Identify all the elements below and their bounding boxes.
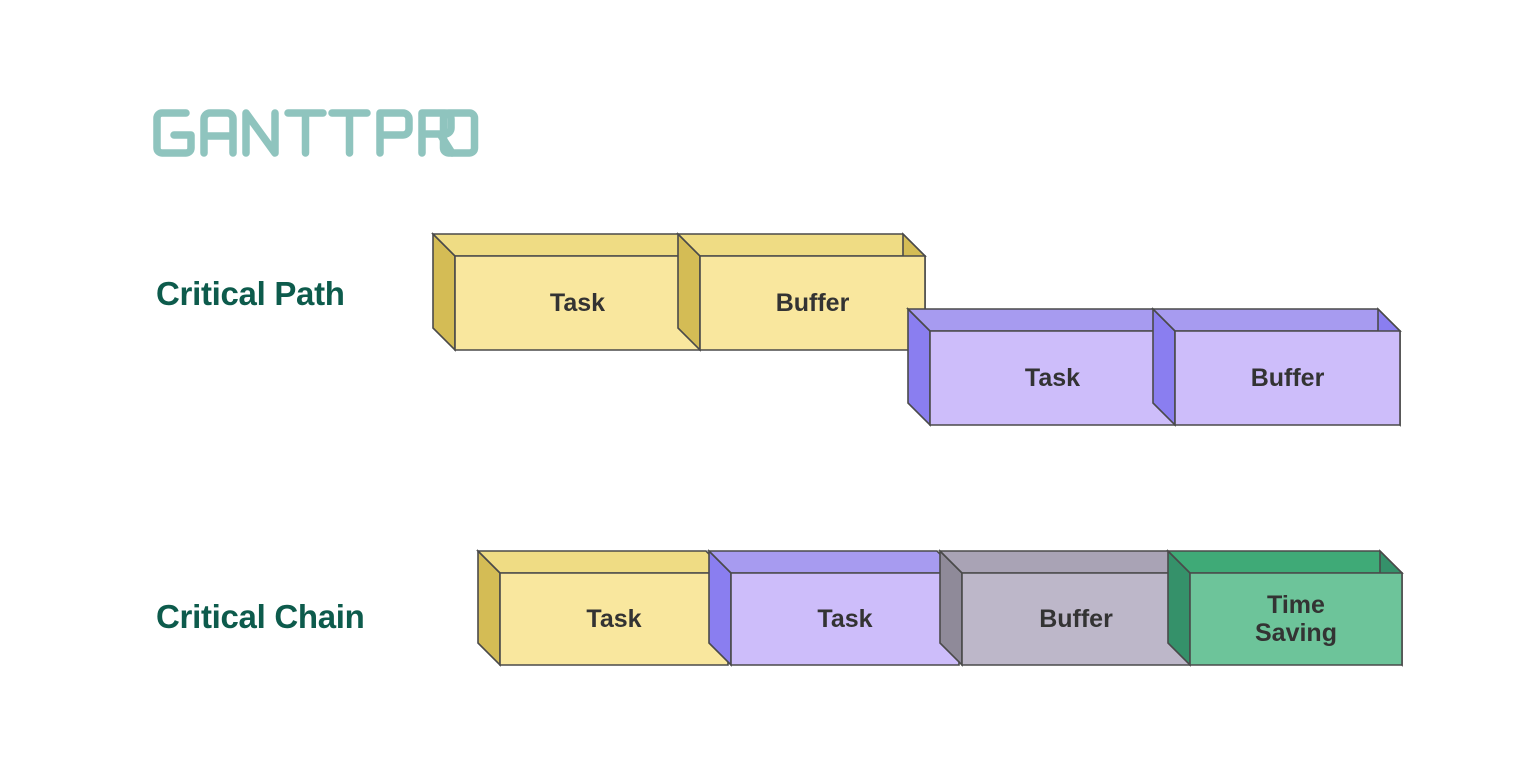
row-label-critical-chain: Critical Chain: [156, 598, 365, 635]
row-label-critical-path: Critical Path: [156, 275, 345, 312]
block-label-cp-task-2: Task: [1024, 364, 1081, 392]
block-label-cc-buffer: Buffer: [1039, 605, 1113, 633]
block-top-face-cp-task-1: [431, 233, 702, 257]
block-label-cp-buffer-2: Buffer: [1250, 364, 1325, 392]
block-top-face-cp-task-2: [906, 308, 1177, 332]
block-top-face-cc-task-2: [707, 550, 961, 574]
block-top-face-cp-buffer-1: [676, 233, 927, 257]
block-label-cp-task-1: Task: [549, 289, 606, 317]
block-top-face-cc-buffer: [938, 550, 1192, 574]
block-left-face-cp-task-1: [432, 232, 456, 352]
block-label-cc-timesaving: Time Saving: [1255, 591, 1337, 647]
block-label-cc-task-1: Task: [586, 605, 642, 633]
ganttpro-logo: [152, 105, 482, 161]
block-label-cp-buffer-1: Buffer: [775, 289, 850, 317]
block-top-face-cc-timesaving: [1166, 550, 1404, 574]
block-top-face-cc-task-1: [476, 550, 730, 574]
block-label-cc-task-2: Task: [817, 605, 873, 633]
block-left-face-cc-task-1: [477, 549, 501, 667]
block-top-face-cp-buffer-2: [1151, 308, 1402, 332]
